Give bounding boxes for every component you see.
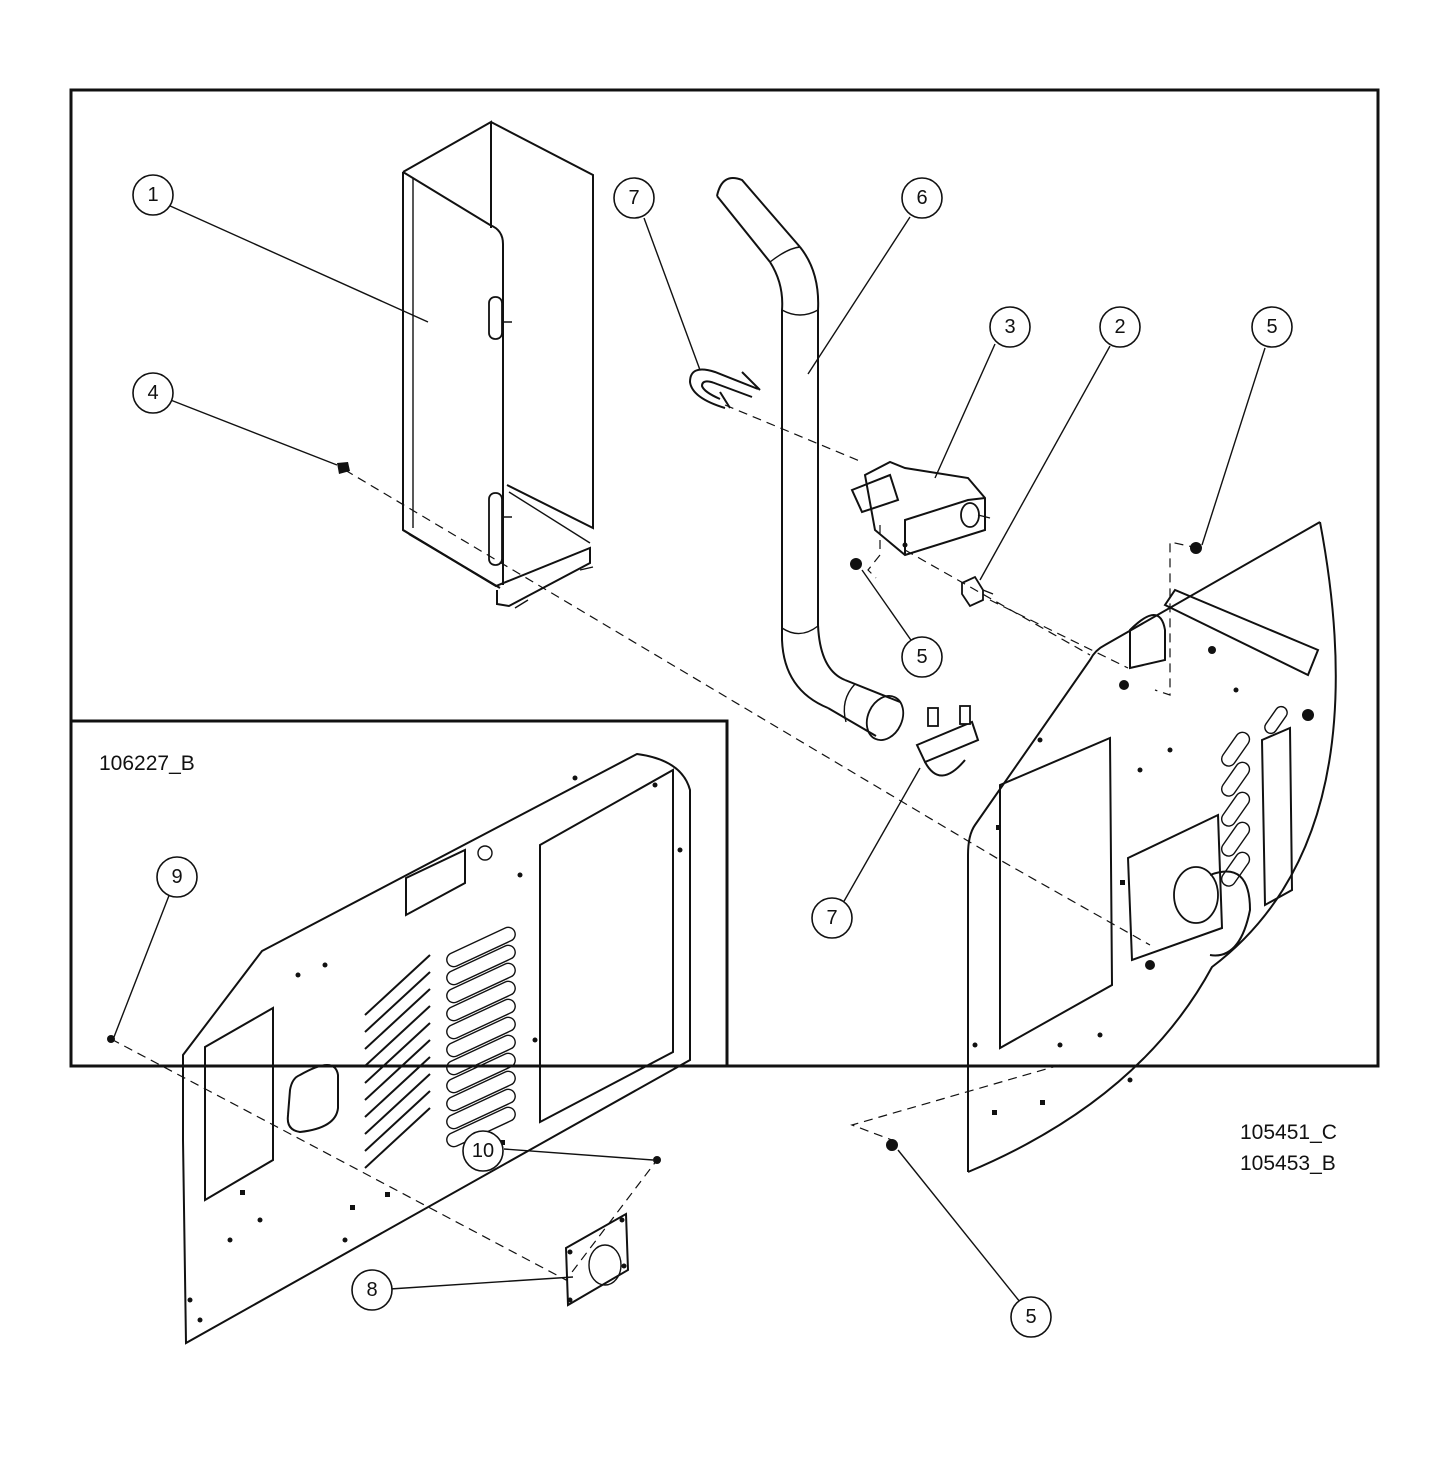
balloon-8-label: 8 bbox=[366, 1279, 377, 1301]
part-5-nuts bbox=[850, 542, 1202, 1151]
part-2-mount bbox=[961, 575, 994, 608]
part-6-exhaust-pipe bbox=[716, 177, 905, 741]
part-3-bracket bbox=[850, 460, 991, 557]
balloon-5-right-label: 5 bbox=[1266, 316, 1277, 338]
part-7-clamp bbox=[915, 705, 980, 777]
balloon-9-label: 9 bbox=[171, 866, 182, 888]
balloon-10-label: 10 bbox=[472, 1140, 494, 1162]
main-panel-assembly bbox=[967, 521, 1337, 1173]
balloon-5-bottom: 5 bbox=[1010, 1296, 1052, 1338]
balloon-5-bottom-label: 5 bbox=[1025, 1306, 1036, 1328]
balloon-5-right: 5 bbox=[1251, 306, 1293, 348]
main-drawing-code-1: 105451_C bbox=[1240, 1121, 1337, 1144]
inset-panel bbox=[182, 752, 691, 1345]
part-8-plate bbox=[564, 1212, 630, 1307]
part-1-shroud bbox=[402, 120, 594, 609]
part-7-u-bolt bbox=[688, 368, 761, 409]
balloon-7-bottom: 7 bbox=[811, 897, 853, 939]
outer-frame bbox=[69, 88, 1380, 1068]
balloon-8: 8 bbox=[351, 1269, 393, 1311]
balloon-3-label: 3 bbox=[1004, 316, 1015, 338]
explode-lines bbox=[344, 404, 1199, 1141]
balloon-6: 6 bbox=[901, 177, 943, 219]
balloon-1: 1 bbox=[132, 174, 174, 216]
balloon-3: 3 bbox=[989, 306, 1031, 348]
balloon-4-label: 4 bbox=[147, 382, 158, 404]
balloon-7-bottom-label: 7 bbox=[826, 907, 837, 929]
balloon-2-label: 2 bbox=[1114, 316, 1125, 338]
balloon-7-top-label: 7 bbox=[628, 187, 639, 209]
balloon-5-mid: 5 bbox=[901, 636, 943, 678]
balloon-9: 9 bbox=[156, 856, 198, 898]
balloon-7-top: 7 bbox=[613, 177, 655, 219]
balloon-1-label: 1 bbox=[147, 184, 158, 206]
balloon-2: 2 bbox=[1099, 306, 1141, 348]
main-drawing-code-2: 105453_B bbox=[1240, 1152, 1336, 1175]
balloon-4: 4 bbox=[132, 372, 174, 414]
balloon-5-mid-label: 5 bbox=[916, 646, 927, 668]
balloon-10: 10 bbox=[462, 1130, 504, 1172]
inset-frame bbox=[69, 719, 729, 1068]
inset-drawing-code: 106227_B bbox=[99, 752, 195, 775]
inset-explode-lines bbox=[110, 1038, 658, 1281]
balloon-6-label: 6 bbox=[916, 187, 927, 209]
leader-lines bbox=[113, 204, 1266, 1303]
